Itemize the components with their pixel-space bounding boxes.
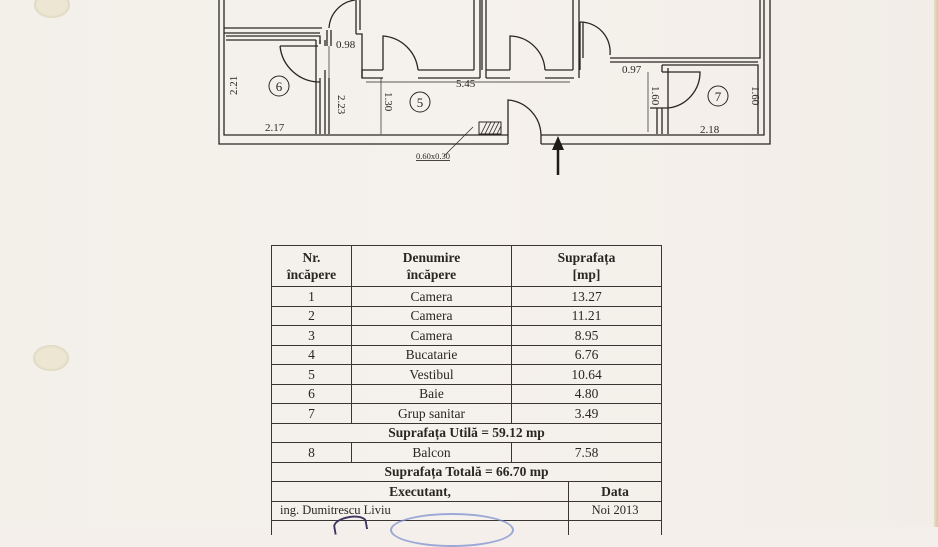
- header-nr-line2: încăpere: [286, 267, 337, 282]
- useful-area-total: Suprafața Utilă = 59.12 mp: [270, 422, 663, 443]
- room-marker-6: 6: [276, 79, 283, 94]
- cell-name: Baie: [351, 383, 512, 404]
- dim-corridor-width: 1.30: [382, 92, 394, 112]
- executant-row: ing. Dumitrescu Liviu Noi 2013: [271, 500, 663, 521]
- shaft-hatch: [478, 121, 502, 135]
- cell-area: 11.21: [510, 305, 663, 326]
- cell-name: Balcon: [351, 442, 512, 463]
- dim-corridor-length: 5.45: [456, 78, 476, 90]
- table-row: 3 Camera 8.95: [271, 325, 663, 346]
- table-header-row: Nr. încăpere Denumire încăpere Suprafața…: [271, 245, 663, 287]
- date-value: Noi 2013: [567, 500, 663, 521]
- cell-nr: 3: [271, 325, 352, 346]
- useful-area-row: Suprafața Utilă = 59.12 mp: [270, 422, 663, 443]
- cell-name: Camera: [351, 305, 512, 326]
- dim-hall-height: 2.23: [335, 95, 347, 115]
- floor-plan-drawing: 6 5 7 0.98 0.97 5.45 2.17 2.18 2.21 2.23…: [218, 0, 771, 175]
- table-row: 6 Baie 4.80: [271, 383, 663, 404]
- official-stamp: [390, 513, 514, 547]
- cell-area: 7.58: [510, 442, 663, 463]
- signature-date-cell: [567, 520, 663, 535]
- header-nr: Nr. încăpere: [271, 245, 352, 287]
- cell-area: 10.64: [510, 364, 663, 385]
- arrow-up-icon: [552, 136, 564, 175]
- dim-room7-inner-height: 1.60: [649, 86, 661, 106]
- cell-area: 8.95: [510, 325, 663, 346]
- table-row: 5 Vestibul 10.64: [271, 364, 663, 385]
- dim-room6-height: 2.21: [228, 76, 240, 95]
- header-nr-line1: Nr.: [302, 250, 321, 265]
- table-row: 2 Camera 11.21: [271, 305, 663, 326]
- cell-nr: 5: [271, 364, 352, 385]
- header-area: Suprafața [mp]: [510, 245, 663, 287]
- cell-area: 6.76: [510, 344, 663, 365]
- header-area-line1: Suprafața: [557, 250, 616, 265]
- dim-room7-height: 1.60: [749, 86, 761, 106]
- cell-name: Camera: [351, 325, 512, 346]
- cell-name: Camera: [351, 286, 512, 307]
- floor-plan: 6 5 7 0.98 0.97 5.45 2.17 2.18 2.21 2.23…: [0, 0, 938, 190]
- cell-name: Grup sanitar: [351, 403, 512, 424]
- dim-room7-width: 2.18: [700, 124, 720, 136]
- cell-name: Vestibul: [351, 364, 512, 385]
- cell-nr: 6: [271, 383, 352, 404]
- shaft-note: 0.60x0.30: [416, 151, 450, 161]
- cell-nr: 1: [271, 286, 352, 307]
- dim-room6-width: 2.17: [265, 122, 285, 134]
- table-row: 7 Grup sanitar 3.49: [271, 403, 663, 424]
- cell-name: Bucatarie: [351, 344, 512, 365]
- dim-door-left: 0.98: [336, 39, 356, 51]
- table-row-balcony: 8 Balcon 7.58: [271, 442, 663, 463]
- cell-area: 4.80: [510, 383, 663, 404]
- room-marker-7: 7: [715, 89, 722, 104]
- punch-hole-top: [34, 0, 70, 18]
- room-marker-5: 5: [417, 95, 424, 110]
- header-name: Denumire încăpere: [351, 245, 512, 287]
- total-area-row: Suprafața Totală = 66.70 mp: [270, 461, 663, 482]
- executant-label: Executant,: [271, 481, 569, 502]
- total-area: Suprafața Totală = 66.70 mp: [270, 461, 663, 482]
- cell-nr: 4: [271, 344, 352, 365]
- page-edge: [934, 0, 938, 527]
- table-row: 1 Camera 13.27: [271, 286, 663, 307]
- room-schedule-table: Nr. încăpere Denumire încăpere Suprafața…: [270, 245, 663, 535]
- punch-hole-middle: [33, 345, 69, 371]
- executant-header-row: Executant, Data: [271, 481, 663, 502]
- cell-area: 13.27: [510, 286, 663, 307]
- date-label: Data: [567, 481, 663, 502]
- cell-nr: 8: [271, 442, 352, 463]
- cell-area: 3.49: [510, 403, 663, 424]
- table-row: 4 Bucatarie 6.76: [271, 344, 663, 365]
- cell-nr: 2: [271, 305, 352, 326]
- header-name-line1: Denumire: [402, 250, 461, 265]
- header-area-line2: [mp]: [572, 267, 601, 282]
- cell-nr: 7: [271, 403, 352, 424]
- dim-door-right: 0.97: [622, 64, 642, 76]
- header-name-line2: încăpere: [406, 267, 457, 282]
